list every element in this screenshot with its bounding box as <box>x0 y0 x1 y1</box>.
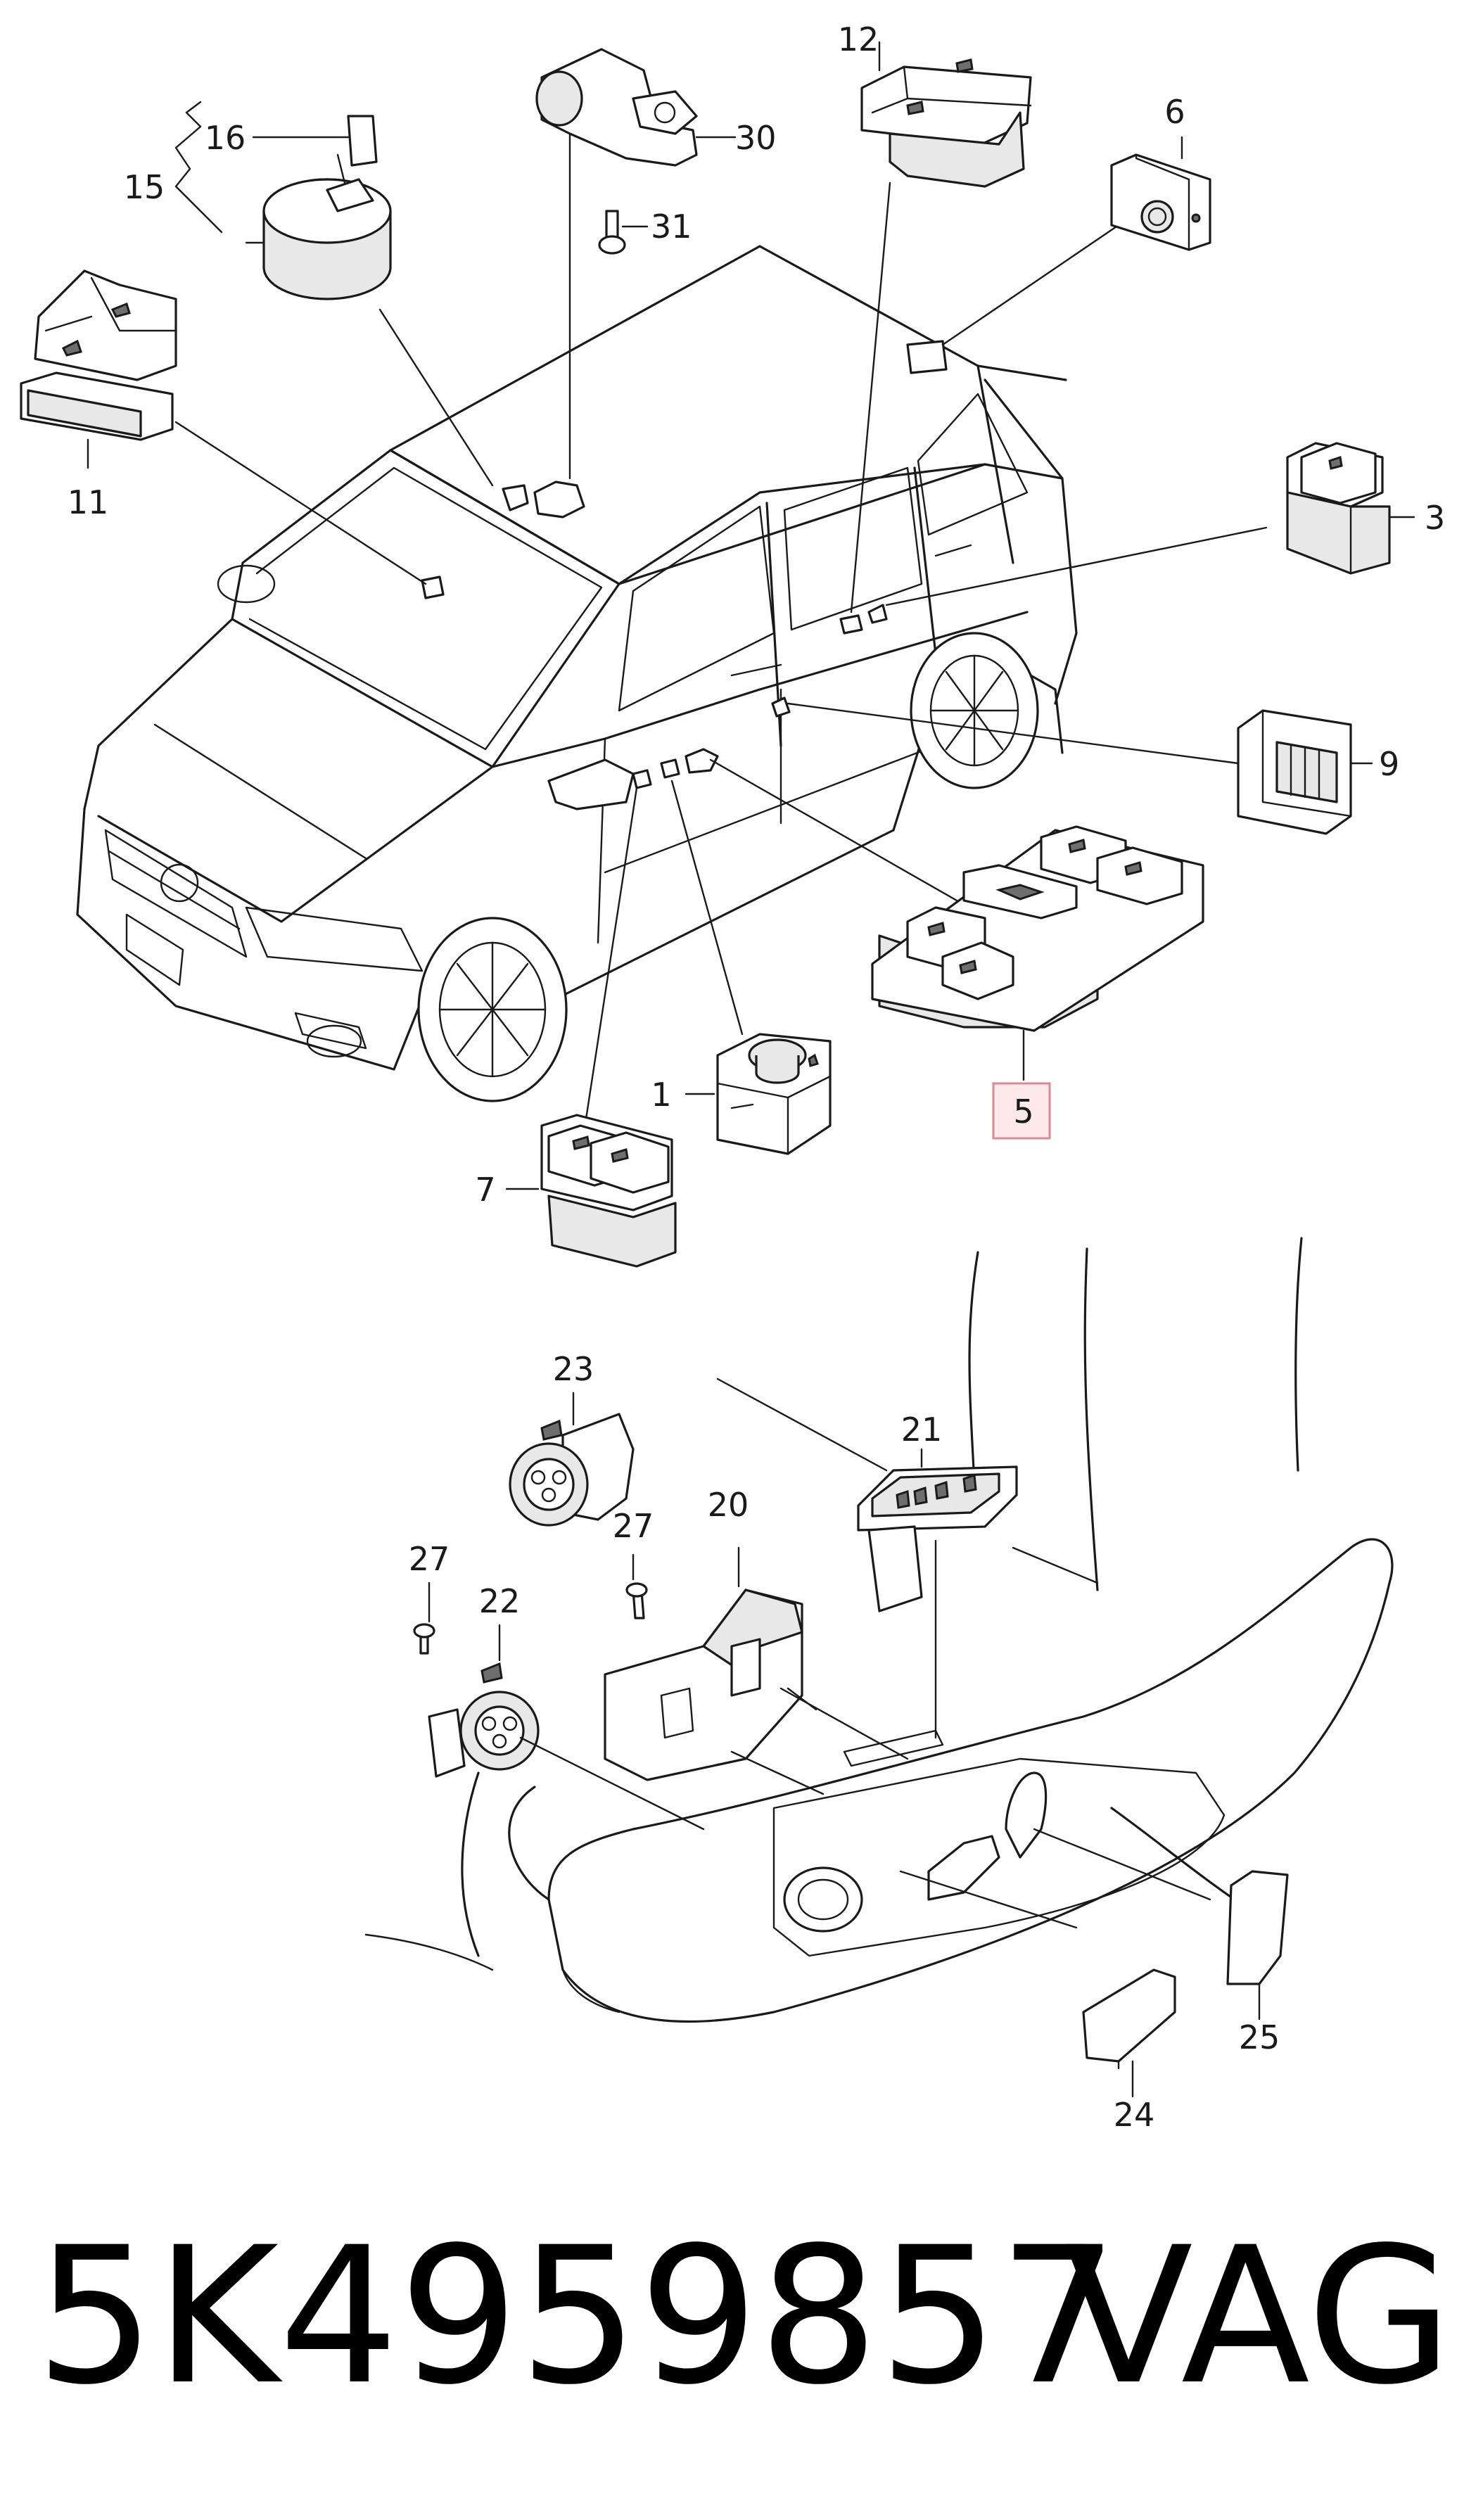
leader-lines <box>174 132 1268 1134</box>
label-part-27-lower: 27 <box>409 1540 450 1578</box>
label-part-6: 6 <box>1164 93 1185 131</box>
part-number: 5K4959857 <box>35 2207 1119 2426</box>
part-labels: 5 12 6 30 31 16 15 11 3 9 1 7 23 21 20 2… <box>68 20 1446 2134</box>
part-7-window-switch <box>505 1114 677 1268</box>
label-part-24: 24 <box>1114 2096 1155 2134</box>
part-3-switch <box>1286 442 1415 575</box>
part-21-seat-switch <box>857 1448 1018 1739</box>
part-6-switch <box>1110 136 1211 251</box>
part-1-mirror-switch <box>685 1033 832 1155</box>
part-25-trim <box>1033 1828 1289 2021</box>
label-part-7: 7 <box>475 1171 495 1209</box>
part-22-motor <box>413 1582 705 1831</box>
part-15-ignition-switch <box>174 101 392 300</box>
label-part-20: 20 <box>708 1486 749 1524</box>
part-23-motor <box>509 1392 635 1527</box>
part-5-master-window-switch <box>871 825 1204 1081</box>
label-part-22: 22 <box>479 1582 521 1620</box>
part-20-control-unit <box>604 1546 909 1795</box>
part-9-switch <box>1237 709 1373 835</box>
label-part-12: 12 <box>838 20 879 58</box>
label-part-16: 16 <box>205 119 246 157</box>
brand-name: VAG <box>1064 2207 1453 2426</box>
label-part-27-upper: 27 <box>613 1507 654 1545</box>
label-part-31: 31 <box>651 208 692 246</box>
label-part-1: 1 <box>651 1076 671 1114</box>
label-part-5: 5 <box>1013 1093 1033 1131</box>
label-part-3: 3 <box>1425 499 1445 537</box>
car-illustration <box>76 245 1078 1102</box>
part-11-window-switch <box>20 269 177 469</box>
label-part-15: 15 <box>124 168 165 206</box>
highlight-box <box>992 1082 1051 1140</box>
label-part-25: 25 <box>1239 2018 1280 2056</box>
label-part-23: 23 <box>553 1350 594 1388</box>
part-12-window-switch <box>860 41 1032 188</box>
label-part-21: 21 <box>901 1411 943 1449</box>
label-part-30: 30 <box>735 119 777 157</box>
label-part-11: 11 <box>68 483 109 521</box>
part-24-trim <box>899 1870 1176 2098</box>
label-part-9: 9 <box>1379 745 1399 783</box>
seat-illustration <box>364 1237 1394 2023</box>
part-30-motor <box>535 48 737 255</box>
